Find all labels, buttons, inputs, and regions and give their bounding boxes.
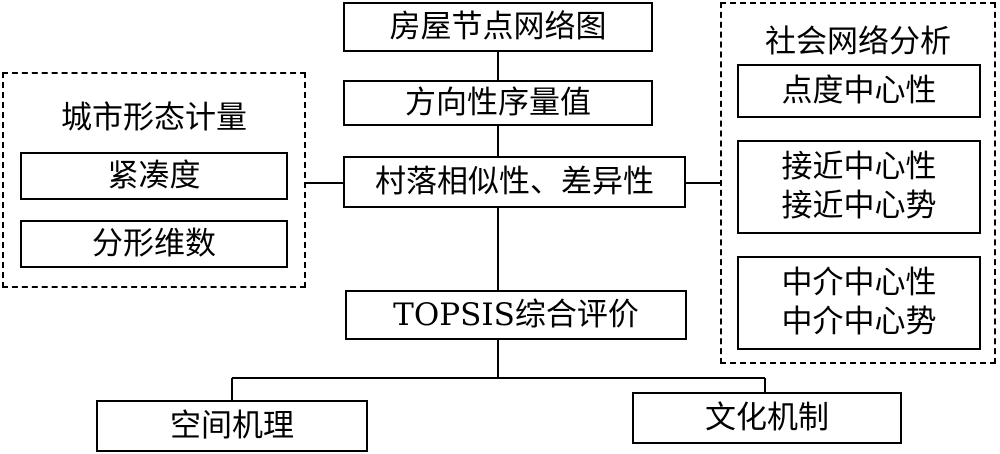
cultural-mechanism-box: 文化机制 [632, 392, 902, 444]
degree-centrality-box: 点度中心性 [737, 64, 981, 118]
closeness-centrality-label: 接近中心性 [781, 149, 937, 186]
urban-morphometrics-title: 城市形态计量 [61, 100, 247, 136]
social-network-analysis-title: 社会网络分析 [765, 24, 951, 60]
closeness-centralization-label: 接近中心势 [781, 188, 937, 224]
similarity-difference-box: 村落相似性、差异性 [343, 156, 686, 208]
social-network-analysis-group: 社会网络分析 [720, 2, 996, 364]
topsis-box: TOPSIS综合评价 [345, 290, 687, 340]
compactness-box: 紧凑度 [20, 152, 288, 200]
directional-order-box: 方向性序量值 [343, 80, 653, 126]
betweenness-centralization-label: 中介中心势 [781, 304, 937, 340]
betweenness-centrality-box: 中介中心性 中介中心势 [737, 256, 981, 350]
closeness-centrality-box: 接近中心性 接近中心势 [737, 140, 981, 234]
house-node-network-box: 房屋节点网络图 [343, 2, 653, 52]
urban-morphometrics-group: 城市形态计量 [2, 72, 306, 288]
betweenness-centrality-label: 中介中心性 [781, 265, 937, 302]
spatial-mechanism-box: 空间机理 [96, 400, 368, 452]
fractal-dimension-box: 分形维数 [20, 220, 288, 268]
